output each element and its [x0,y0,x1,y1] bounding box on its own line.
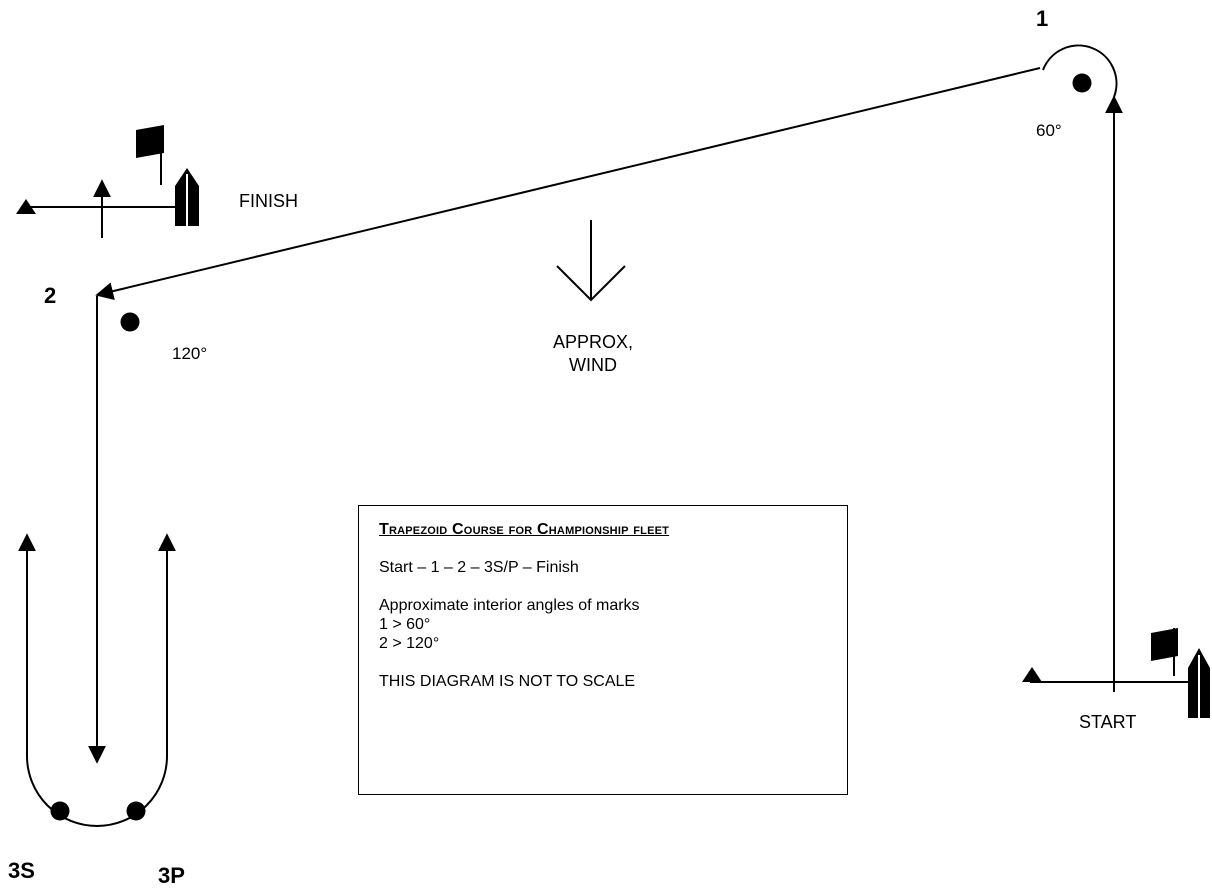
mark-1-angle: 60° [1036,121,1062,140]
mark-buoy-icon [1072,73,1092,93]
mark-2-label: 2 [44,283,57,308]
finish-label: FINISH [239,191,299,211]
wind-label-line1: APPROX, [552,332,634,352]
start-line [1022,667,1190,683]
mark-2-angle: 120° [172,344,208,363]
angle-1-line: 1 > 60° [379,616,431,633]
mark-buoy-icon [126,801,146,821]
finish-committee-boat [136,125,199,226]
mark-3s-label: 3S [8,858,35,883]
mark-buoy-icon [50,801,70,821]
scale-note: THIS DIAGRAM IS NOT TO SCALE [379,673,636,690]
wind-label-line2: WIND [569,355,617,375]
mark-1-label: 1 [1036,6,1049,31]
start-committee-boat [1151,628,1210,718]
mark-3p-label: 3P [158,863,185,888]
mark-buoy-icon [120,312,140,332]
course-title: Trapezoid Course for Championship fleet [379,521,670,538]
gate-rounding-loop [26,755,168,827]
angle-2-line: 2 > 120° [379,635,440,652]
wind-arrow-icon [556,220,626,302]
rounding-mark-1 [1042,44,1118,98]
start-label: START [1079,712,1137,732]
angles-heading: Approximate interior angles of marks [379,597,640,614]
pin-end-triangle-icon [16,199,36,214]
course-info-box: Trapezoid Course for Championship fleet … [358,505,848,795]
flag-icon [1151,628,1178,661]
leg-1-to-2 [95,67,1041,300]
course-sequence: Start – 1 – 2 – 3S/P – Finish [379,559,579,576]
flag-icon [136,125,164,158]
pin-end-triangle-icon [1022,667,1042,682]
wind-label: APPROX, WIND [538,331,648,377]
finish-line [16,179,178,238]
